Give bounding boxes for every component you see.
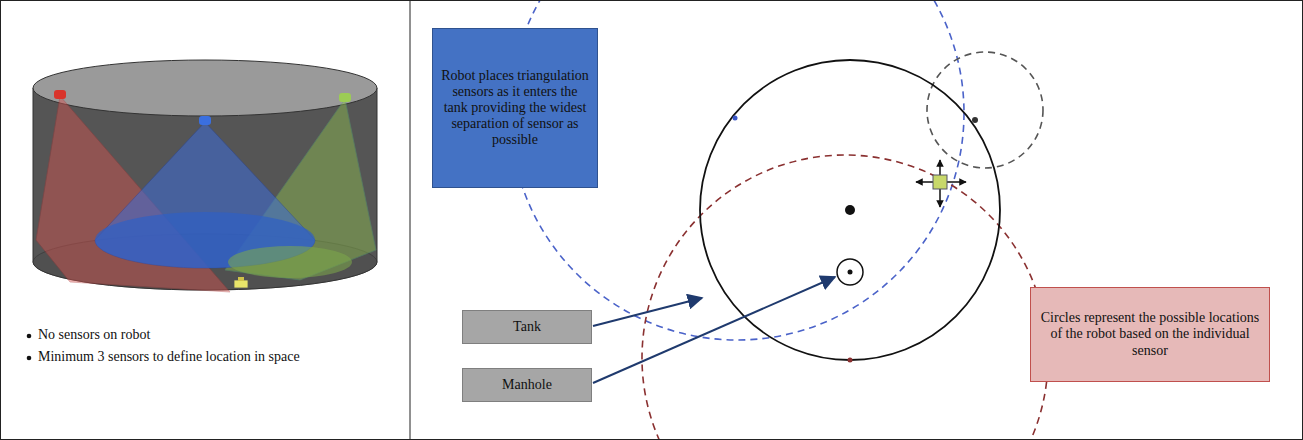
robot-symbol bbox=[916, 160, 966, 207]
tank-illustration bbox=[27, 60, 377, 360]
bullet-note: No sensors on robot bbox=[38, 327, 378, 344]
callout-box: Circles represent the possible locations… bbox=[1030, 287, 1270, 382]
label-box: Manhole bbox=[462, 368, 592, 402]
box-text: Circles represent the possible locations… bbox=[1039, 310, 1261, 358]
panel-divider bbox=[410, 0, 411, 440]
box-text: Manhole bbox=[502, 377, 552, 393]
box-text: Tank bbox=[513, 319, 541, 335]
leader-arrow bbox=[593, 298, 702, 326]
leader-arrow bbox=[593, 277, 835, 383]
label-box: Tank bbox=[462, 310, 592, 344]
callout-box: Robot places triangulation sensors as it… bbox=[432, 28, 598, 188]
bullet-note: Minimum 3 sensors to define location in … bbox=[38, 349, 328, 366]
box-text: Robot places triangulation sensors as it… bbox=[441, 68, 589, 148]
